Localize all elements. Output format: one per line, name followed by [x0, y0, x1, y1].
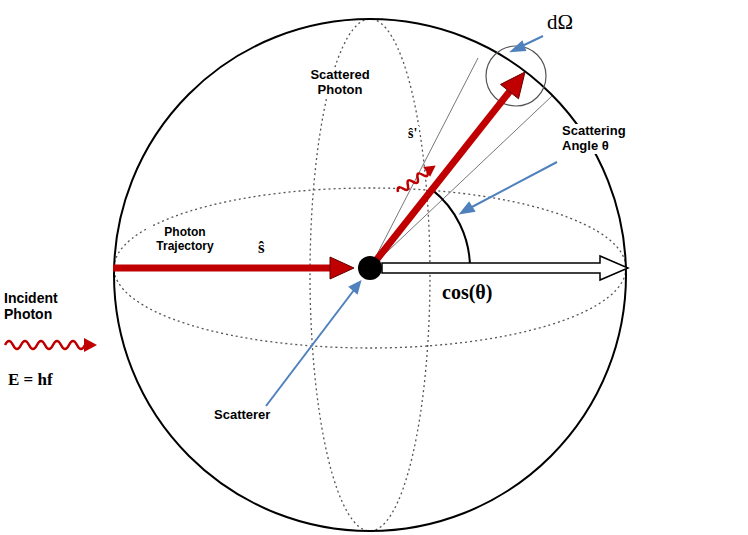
angle-arc [432, 190, 470, 268]
leader-arrows [266, 36, 557, 406]
trajectory-label: Photon Trajectory [146, 226, 224, 254]
arrow-head [330, 257, 354, 279]
scatterer-label: Scatterer [212, 408, 272, 423]
scattered-vector: ŝ' [406, 126, 419, 142]
sphere-outline [114, 19, 626, 531]
incident-arrow [113, 265, 332, 272]
cone-line [370, 96, 552, 268]
direction-vector: ŝ [256, 238, 267, 258]
scattered-arrow [370, 92, 510, 268]
arrow-head [84, 338, 97, 352]
incident-photon-label: Incident Photon [2, 290, 90, 322]
scattered-wave [395, 161, 440, 197]
angle-label: Scattering Angle θ [560, 124, 646, 154]
photon-wave [5, 341, 85, 349]
scatterer-dot [358, 256, 382, 280]
arrow-head [501, 72, 526, 99]
energy-label: E = hf [6, 370, 55, 390]
projection-arrow [382, 256, 628, 280]
cosine-label: cos(θ) [440, 281, 494, 304]
cone-line [370, 58, 478, 268]
solid-angle-circle [486, 46, 546, 106]
solid-angle-label: dΩ [545, 10, 575, 34]
scattered-photon-label: Scattered Photon [298, 68, 382, 98]
